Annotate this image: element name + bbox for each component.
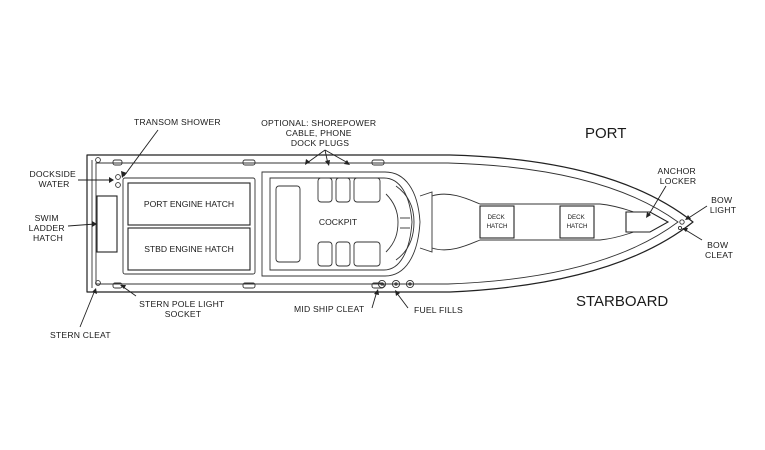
leader-lines <box>67 129 708 328</box>
port-side-label: PORT <box>585 125 626 142</box>
bow-cleat-label: BOW CLEAT <box>705 240 734 260</box>
mid-ship-cleat-label: MID SHIP CLEAT <box>294 304 365 314</box>
cockpit-label: COCKPIT <box>319 217 358 227</box>
cockpit-area <box>261 171 433 277</box>
fuel-fills-label: FUEL FILLS <box>414 305 463 315</box>
dockside-water-label: DOCKSIDE WATER <box>29 169 78 189</box>
starboard-side-label: STARBOARD <box>576 293 668 310</box>
anchor-locker-hatch <box>625 211 670 233</box>
shorepower-label: OPTIONAL: SHOREPOWER CABLE, PHONE DOCK P… <box>261 118 379 148</box>
deck-hatch-1-label: DECK HATCH <box>487 214 508 230</box>
fuel-fills <box>377 279 415 289</box>
anchor-locker-label: ANCHOR LOCKER <box>657 166 698 186</box>
foredeck <box>431 193 685 251</box>
aft-deck <box>95 157 256 289</box>
port-engine-hatch <box>127 182 251 226</box>
deck-hatch-2 <box>559 205 595 239</box>
stern-cleat-label: STERN CLEAT <box>50 330 111 340</box>
swim-ladder-hatch-label: SWIM LADDER HATCH <box>29 213 68 243</box>
bow-light-label: BOW LIGHT <box>710 195 737 215</box>
deck-hatch-2-label: DECK HATCH <box>567 214 588 230</box>
port-engine-hatch-label: PORT ENGINE HATCH <box>144 199 234 209</box>
transom-shower-label: TRANSOM SHOWER <box>134 117 221 127</box>
deck-hatch-1 <box>479 205 515 239</box>
swim-ladder-hatch <box>96 195 118 253</box>
stern-pole-light-socket-label: STERN POLE LIGHT SOCKET <box>139 299 227 319</box>
stbd-engine-hatch <box>127 227 251 271</box>
stbd-engine-hatch-label: STBD ENGINE HATCH <box>144 244 234 254</box>
